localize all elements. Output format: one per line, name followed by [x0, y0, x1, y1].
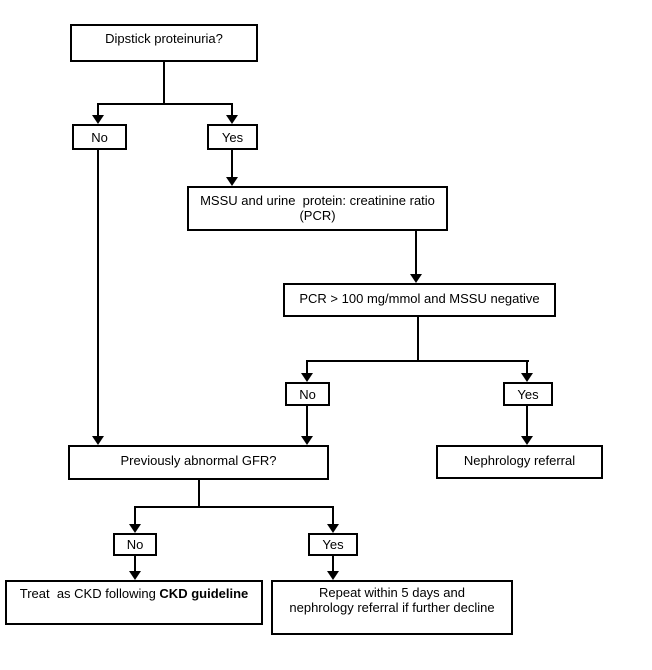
- node-dipstick-proteinuria-label: Dipstick proteinuria?: [105, 31, 223, 46]
- node-yes-1: Yes: [207, 124, 258, 150]
- node-no-2-label: No: [299, 386, 316, 402]
- arrowhead-icon-to-no1: [92, 115, 104, 124]
- connector-mssu-to-pcr: [415, 231, 417, 275]
- connector-pcr-branch: [306, 360, 529, 362]
- arrowhead-icon-to-no2: [301, 373, 313, 382]
- node-treat-as-ckd: Treat as CKD following CKD guideline: [5, 580, 263, 625]
- node-no-3: No: [113, 533, 157, 556]
- arrowhead-icon-to-yes2: [521, 373, 533, 382]
- arrowhead-icon-to-treat: [129, 571, 141, 580]
- node-no-1: No: [72, 124, 127, 150]
- arrowhead-icon-to-yes3: [327, 524, 339, 533]
- connector-yes3-to-repeat: [332, 556, 334, 572]
- node-yes-2: Yes: [503, 382, 553, 406]
- arrowhead-icon-to-mssu: [226, 177, 238, 186]
- node-pcr-threshold-label: PCR > 100 mg/mmol and MSSU negative: [299, 291, 540, 306]
- connector-to-yes2: [526, 360, 528, 374]
- connector-to-yes3: [332, 506, 334, 525]
- node-nephrology-referral-label: Nephrology referral: [463, 453, 576, 468]
- node-mssu-urine-pcr-label: MSSU and urine protein: creatinine ratio…: [200, 193, 435, 223]
- node-nephrology-referral: Nephrology referral: [436, 445, 603, 479]
- node-yes-1-label: Yes: [221, 129, 244, 145]
- node-mssu-urine-pcr: MSSU and urine protein: creatinine ratio…: [187, 186, 448, 231]
- node-pcr-threshold: PCR > 100 mg/mmol and MSSU negative: [283, 283, 556, 317]
- node-treat-as-ckd-label: Treat as CKD following CKD guideline: [20, 586, 249, 601]
- connector-no2-to-gfr: [306, 406, 308, 437]
- node-yes-3: Yes: [308, 533, 358, 556]
- connector-pcr-down: [417, 317, 419, 361]
- node-repeat-within-5-days-label: Repeat within 5 days and nephrology refe…: [289, 585, 495, 615]
- node-treat-as-ckd-bold-text: CKD guideline: [159, 586, 249, 601]
- arrowhead-icon-to-nephrology: [521, 436, 533, 445]
- arrowhead-icon-to-pcr: [410, 274, 422, 283]
- connector-to-no2: [306, 360, 308, 374]
- arrowhead-icon-to-repeat: [327, 571, 339, 580]
- arrowhead-icon-to-yes1: [226, 115, 238, 124]
- connector-to-yes1: [231, 103, 233, 116]
- node-no-3-label: No: [126, 537, 144, 552]
- arrowhead-icon-no2-to-gfr: [301, 436, 313, 445]
- node-yes-2-label: Yes: [517, 386, 539, 402]
- connector-no1-to-gfr: [97, 150, 99, 437]
- node-repeat-within-5-days: Repeat within 5 days and nephrology refe…: [271, 580, 513, 635]
- connector-to-no3: [134, 506, 136, 525]
- node-previously-abnormal-gfr-label: Previously abnormal GFR?: [120, 453, 277, 468]
- connector-gfr-down: [198, 480, 200, 507]
- connector-to-no1: [97, 103, 99, 116]
- connector-yes1-to-mssu: [231, 150, 233, 178]
- node-previously-abnormal-gfr: Previously abnormal GFR?: [68, 445, 329, 480]
- node-dipstick-proteinuria: Dipstick proteinuria?: [70, 24, 258, 62]
- connector-yes2-to-nephrology: [526, 406, 528, 437]
- connector-gfr-branch: [134, 506, 334, 508]
- connector-no3-to-treat: [134, 556, 136, 572]
- node-no-1-label: No: [91, 129, 108, 145]
- node-yes-3-label: Yes: [322, 537, 344, 552]
- node-treat-as-ckd-text: Treat as CKD following: [19, 586, 160, 601]
- arrowhead-icon-no1-to-gfr: [92, 436, 104, 445]
- arrowhead-icon-to-no3: [129, 524, 141, 533]
- connector-dipstick-down: [163, 62, 165, 104]
- node-no-2: No: [285, 382, 330, 406]
- connector-dipstick-branch: [97, 103, 233, 105]
